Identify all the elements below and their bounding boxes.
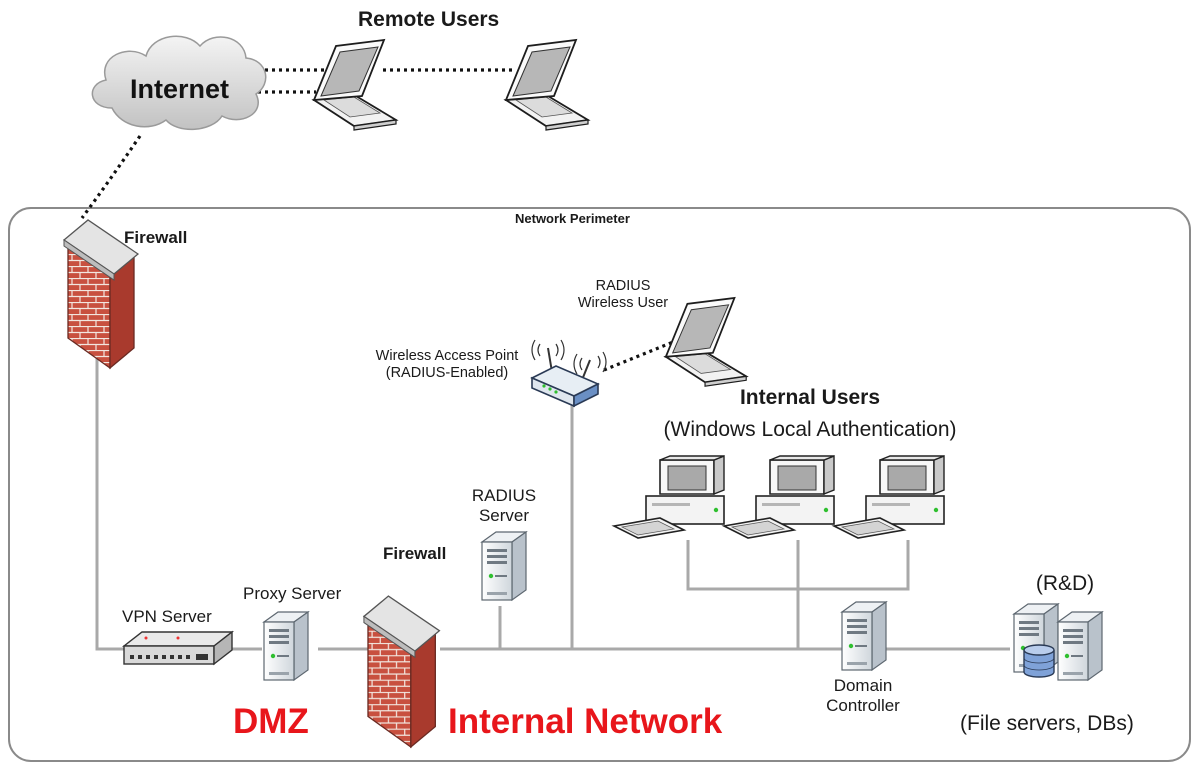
network-perimeter-boundary bbox=[8, 207, 1191, 762]
internal-users-title: Internal Users bbox=[739, 386, 881, 409]
network-switch-icon bbox=[121, 630, 235, 666]
rnd-label: (R&D) bbox=[1035, 572, 1095, 595]
link-internal-users bbox=[686, 540, 910, 649]
laptop-icon bbox=[313, 39, 397, 131]
internal-users-subtitle: (Windows Local Authentication) bbox=[663, 418, 957, 441]
database-icon bbox=[1023, 644, 1055, 678]
server-tower-icon bbox=[841, 601, 887, 671]
desktop-computer-icon bbox=[613, 455, 725, 539]
radius-server-label: RADIUS Server bbox=[471, 486, 537, 525]
internet-label: Internet bbox=[130, 74, 230, 104]
outer-firewall-label: Firewall bbox=[124, 228, 188, 247]
network-perimeter-label: Network Perimeter bbox=[515, 211, 630, 226]
wireless-access-point-label: Wireless Access Point (RADIUS-Enabled) bbox=[375, 348, 519, 381]
internal-network-zone-label: Internal Network bbox=[448, 702, 723, 741]
server-tower-icon bbox=[481, 531, 527, 601]
desktop-computer-icon bbox=[833, 455, 945, 539]
proxy-server-label: Proxy Server bbox=[243, 584, 342, 603]
wireless-router-icon bbox=[530, 339, 607, 408]
domain-controller-label: Domain Controller bbox=[826, 676, 900, 715]
vpn-server-label: VPN Server bbox=[122, 607, 212, 626]
dmz-zone-label: DMZ bbox=[233, 702, 309, 741]
server-tower-icon bbox=[1057, 611, 1103, 681]
cloud-icon bbox=[91, 35, 267, 131]
inner-firewall-label: Firewall bbox=[383, 544, 447, 563]
laptop-icon bbox=[505, 39, 589, 131]
network-links bbox=[95, 318, 1010, 651]
dotted-link-internet-firewall bbox=[80, 135, 142, 219]
remote-users-label: Remote Users bbox=[358, 8, 500, 31]
file-servers-label: (File servers, DBs) bbox=[960, 712, 1134, 735]
radius-wireless-user-label: RADIUS Wireless User bbox=[577, 278, 669, 311]
firewall-icon bbox=[363, 595, 441, 748]
server-tower-icon bbox=[263, 611, 309, 681]
link-firewall-to-vpn bbox=[95, 318, 130, 651]
desktop-computer-icon bbox=[723, 455, 835, 539]
